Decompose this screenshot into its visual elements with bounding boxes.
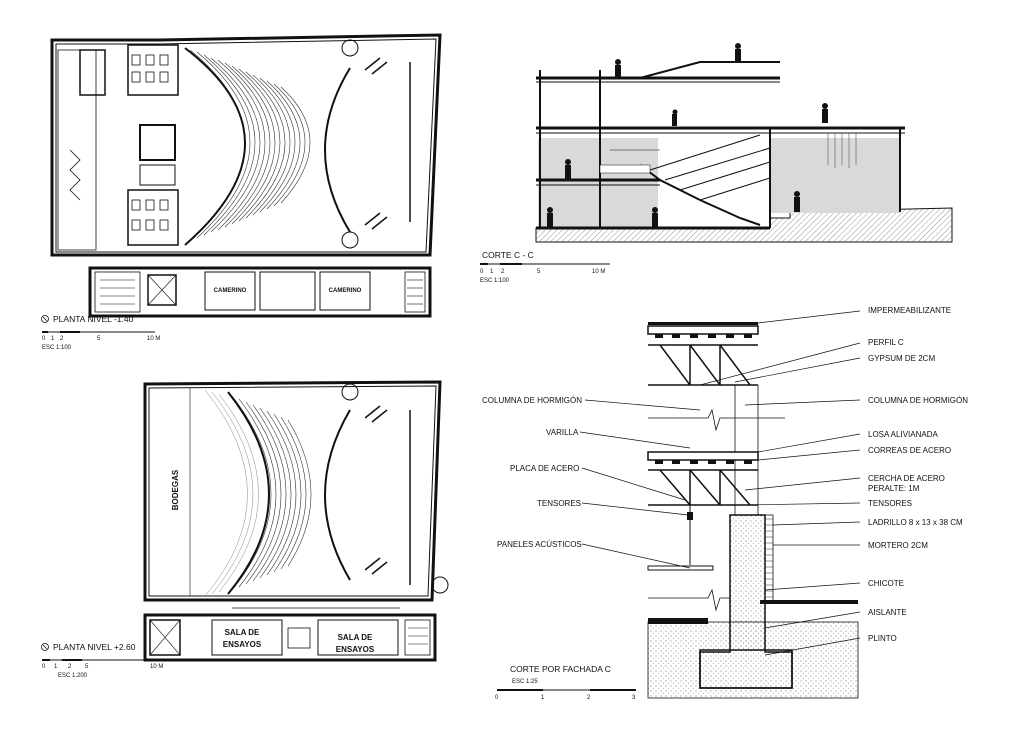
facade-scale: ESC 1:25 <box>512 679 538 685</box>
section-cc-scale-bar: 0 1 2 5 10 M <box>480 263 610 275</box>
section-cc-tick-5: 5 <box>537 269 541 275</box>
plan-lower-tick-1: 1 <box>51 336 55 342</box>
label-mortero: MORTERO 2CM <box>868 541 928 550</box>
plan-upper-tick-0: 0 <box>42 664 46 670</box>
plan-lower-level: CAMERINO CAMERINO PLANTA NIVEL -1.40 0 1… <box>41 33 442 351</box>
facade-labels-left: COLUMNA DE HORMIGÓN VARILLA PLACA DE ACE… <box>482 396 582 549</box>
label-cercha-acero: CERCHA DE ACERO <box>868 474 945 483</box>
label-peralte: PERALTE: 1M <box>868 484 920 493</box>
facade-tick-1: 1 <box>541 695 545 701</box>
plan-lower-scale: ESC 1:100 <box>42 345 72 351</box>
north-icon <box>41 315 49 323</box>
facade-scale-bar: 0 1 2 3 <box>495 689 636 701</box>
plan-upper-tick-1: 1 <box>54 664 58 670</box>
label-aislante: AISLANTE <box>868 608 907 617</box>
sala-ensayos-b-line2: ENSAYOS <box>336 645 375 654</box>
label-columna-hormigon-left: COLUMNA DE HORMIGÓN <box>482 396 582 405</box>
label-placa-acero: PLACA DE ACERO <box>510 464 579 473</box>
label-gypsum: GYPSUM DE 2CM <box>868 354 935 363</box>
plan-lower-title: PLANTA NIVEL -1.40 <box>53 314 134 324</box>
plan-lower-tick-10: 10 M <box>147 336 160 342</box>
section-cc-tick-10: 10 M <box>592 269 605 275</box>
plan-lower-scale-bar: 0 1 2 5 10 M <box>42 331 160 342</box>
plan-lower-tick-2: 2 <box>60 336 64 342</box>
section-cc-tick-0: 0 <box>480 269 484 275</box>
facade-tick-2: 2 <box>587 695 591 701</box>
facade-section-detail: IMPERMEABILIZANTE PERFIL C GYPSUM DE 2CM… <box>482 306 968 701</box>
label-tensores-left: TENSORES <box>537 499 581 508</box>
label-columna-hormigon-right: COLUMNA DE HORMIGÓN <box>868 396 968 405</box>
facade-tick-0: 0 <box>495 695 499 701</box>
section-cc-scale: ESC 1:100 <box>480 278 510 284</box>
label-correas-acero: CORREAS DE ACERO <box>868 446 951 455</box>
plan-lower-tick-5: 5 <box>97 336 101 342</box>
storage-label: BODEGAS <box>171 469 180 510</box>
section-cc: CORTE C - C 0 1 2 5 10 M ESC 1:100 <box>480 43 953 284</box>
label-tensores-right: TENSORES <box>868 499 912 508</box>
sala-ensayos-a-line1: SALA DE <box>225 628 260 637</box>
sala-ensayos-a-line2: ENSAYOS <box>223 640 262 649</box>
label-plinto: PLINTO <box>868 634 897 643</box>
section-cc-tick-1: 1 <box>490 269 494 275</box>
plan-upper-tick-2: 2 <box>68 664 72 670</box>
sala-ensayos-b-line1: SALA DE <box>338 633 373 642</box>
facade-labels-right: IMPERMEABILIZANTE PERFIL C GYPSUM DE 2CM… <box>868 306 968 643</box>
room-label-camerino-2: CAMERINO <box>329 288 362 294</box>
north-icon <box>41 643 49 651</box>
room-label-camerino-1: CAMERINO <box>214 288 247 294</box>
plan-upper-scale: ESC 1:200 <box>58 673 88 679</box>
label-paneles-acusticos: PANELES ACÚSTICOS <box>497 540 582 549</box>
plan-lower-tick-0: 0 <box>42 336 46 342</box>
label-perfil-c: PERFIL C <box>868 338 904 347</box>
plan-upper-title: PLANTA NIVEL +2.60 <box>53 642 136 652</box>
section-cc-tick-2: 2 <box>501 269 505 275</box>
label-chicote: CHICOTE <box>868 579 904 588</box>
label-ladrillo: LADRILLO 8 x 13 x 38 CM <box>868 518 963 527</box>
plan-upper-scale-bar: 0 1 2 5 10 M <box>42 659 170 670</box>
plan-upper-tick-5: 5 <box>85 664 89 670</box>
label-losa-alivianada: LOSA ALIVIANADA <box>868 430 938 439</box>
plan-upper-tick-10: 10 M <box>150 664 163 670</box>
plan-upper-level: BODEGAS <box>41 380 449 679</box>
facade-title: CORTE POR FACHADA C <box>510 664 611 674</box>
label-impermeabilizante: IMPERMEABILIZANTE <box>868 306 951 315</box>
section-cc-title: CORTE C - C <box>482 250 534 260</box>
label-varilla: VARILLA <box>546 428 579 437</box>
facade-tick-3: 3 <box>632 695 636 701</box>
